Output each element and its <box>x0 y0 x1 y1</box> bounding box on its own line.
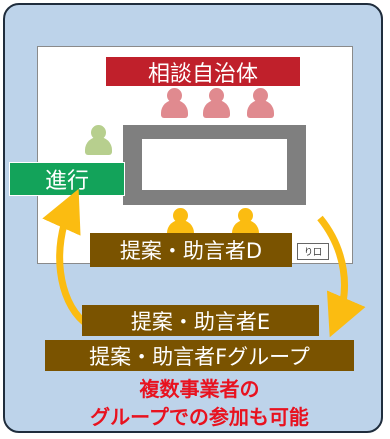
municipality-person-icon <box>161 88 188 118</box>
meeting-table-top <box>142 139 287 190</box>
group-note-line1: 複数事業者の <box>139 377 260 401</box>
entrance-label: り口 <box>297 243 329 260</box>
proposer-f-group-label: 提案・助言者Fグループ <box>45 340 354 371</box>
municipality-person-icon <box>247 88 274 118</box>
right-arrow-icon <box>317 215 366 338</box>
group-note-line2: グループでの参加も可能 <box>90 405 309 429</box>
proposer-d-label: 提案・助言者D <box>90 233 292 267</box>
municipality-label: 相談自治体 <box>106 57 300 87</box>
moderator-person-icon <box>85 125 112 155</box>
municipality-person-icon <box>203 88 230 118</box>
left-arrow-icon <box>42 188 87 325</box>
proposer-e-label: 提案・助言者E <box>82 305 319 336</box>
